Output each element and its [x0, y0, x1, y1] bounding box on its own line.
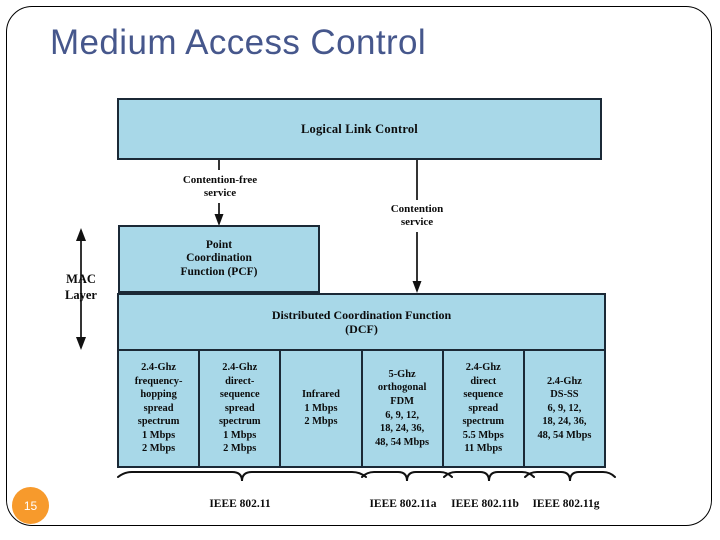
point-coordination-function-box: Point Coordination Function (PCF): [118, 225, 320, 293]
logical-link-control-box: Logical Link Control: [117, 98, 602, 160]
brace-ieee80211b: [443, 471, 535, 482]
phy-cell: 2.4-Ghz direct- sequence spread spectrum…: [200, 351, 282, 466]
phy-cell: 5-Ghz orthogonal FDM 6, 9, 12, 18, 24, 3…: [363, 351, 444, 466]
mac-layer-arrowhead-down: [76, 337, 86, 350]
mac-layer-arrowhead-up: [76, 228, 86, 241]
contention-arrowhead: [412, 281, 422, 293]
standard-label-ieee80211: IEEE 802.11: [209, 498, 271, 510]
distributed-coordination-function-box: Distributed Coordination Function (DCF): [117, 293, 606, 351]
contention-service-label: Contention service: [390, 203, 444, 229]
brace-ieee80211: [117, 471, 367, 482]
contention-free-service-label: Contention-free service: [182, 174, 258, 200]
slide-number-badge: 15: [12, 487, 49, 524]
standard-label-ieee80211a: IEEE 802.11a: [369, 498, 437, 510]
llc-label: Logical Link Control: [301, 121, 418, 136]
brace-ieee80211g: [524, 471, 616, 482]
standard-label-ieee80211b: IEEE 802.11b: [451, 498, 519, 510]
slide-number-text: 15: [23, 498, 38, 513]
dcf-label: Distributed Coordination Function (DCF): [271, 307, 452, 336]
standard-label-ieee80211g: IEEE 802.11g: [532, 498, 600, 510]
mac-layer-label: MAC Layer: [65, 272, 97, 302]
brace-ieee80211a: [361, 471, 453, 482]
phy-cell: 2.4-Ghz DS-SS 6, 9, 12, 18, 24, 36, 48, …: [537, 375, 592, 441]
phy-cell: Infrared 1 Mbps 2 Mbps: [281, 351, 363, 466]
pcf-label: Point Coordination Function (PCF): [180, 238, 258, 278]
phy-cell: 2.4-Ghz direct sequence spread spectrum …: [444, 351, 525, 466]
page-title: Medium Access Control: [50, 23, 427, 62]
phy-cell: 2.4-Ghz frequency- hopping spread spectr…: [119, 351, 201, 466]
physical-layer-row: 2.4-Ghz frequency- hopping spread spectr…: [117, 351, 606, 468]
